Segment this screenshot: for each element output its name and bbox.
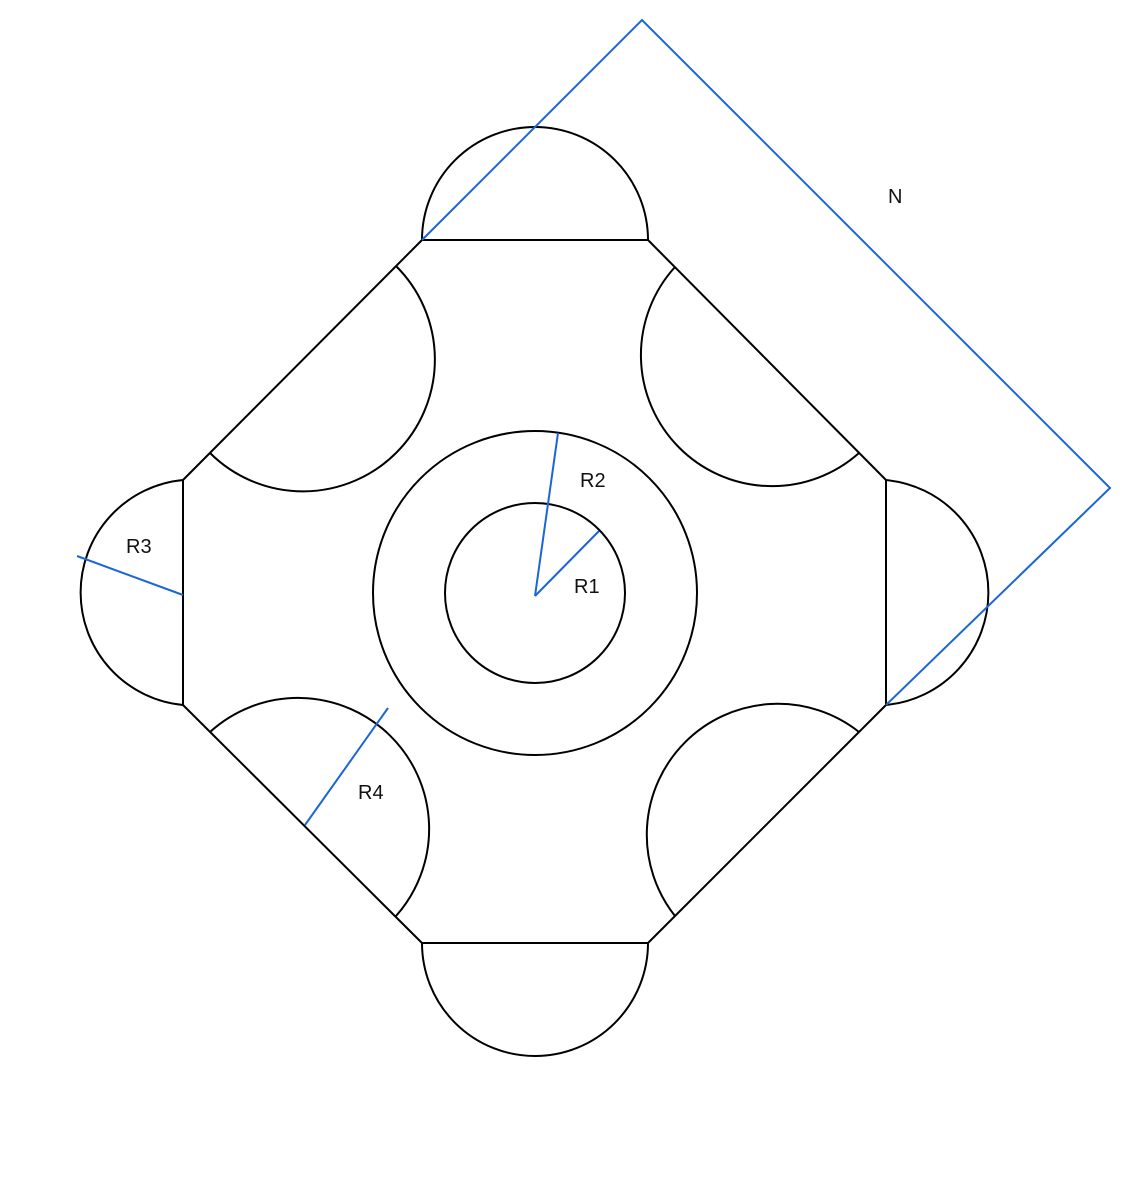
edge-bottom-right: [647, 704, 887, 944]
outer-ring-r2: [372, 430, 698, 756]
r3-dimension-line: [76, 555, 184, 596]
r4-dimension-line: [304, 707, 389, 826]
label-n: N: [888, 186, 902, 208]
edge-top-right: [647, 239, 887, 481]
inner-hole-r1: [444, 502, 626, 684]
dimension-lines: [76, 18, 1112, 826]
n-dimension-outline: [421, 18, 1112, 706]
label-r4: R4: [358, 782, 384, 804]
label-r1: R1: [574, 576, 600, 598]
r1-dimension-line: [534, 530, 600, 597]
cutout-top-right: [639, 266, 860, 488]
cutout-bottom-left: [209, 696, 431, 917]
edge-top-left: [182, 239, 423, 481]
label-r2: R2: [580, 470, 606, 492]
lobe-top: [421, 126, 649, 241]
outer-lobes: [79, 126, 990, 1057]
lobe-left: [79, 479, 184, 706]
r2-dimension-line: [534, 432, 559, 597]
lobe-right: [885, 479, 990, 706]
cutout-bottom-right: [645, 702, 860, 917]
edge-cutouts: [209, 265, 860, 917]
label-r3: R3: [126, 536, 152, 558]
edge-bottom-left: [182, 704, 423, 944]
body-outline: [182, 239, 887, 944]
lobe-bottom: [421, 942, 649, 1057]
cutout-top-left: [209, 265, 436, 493]
